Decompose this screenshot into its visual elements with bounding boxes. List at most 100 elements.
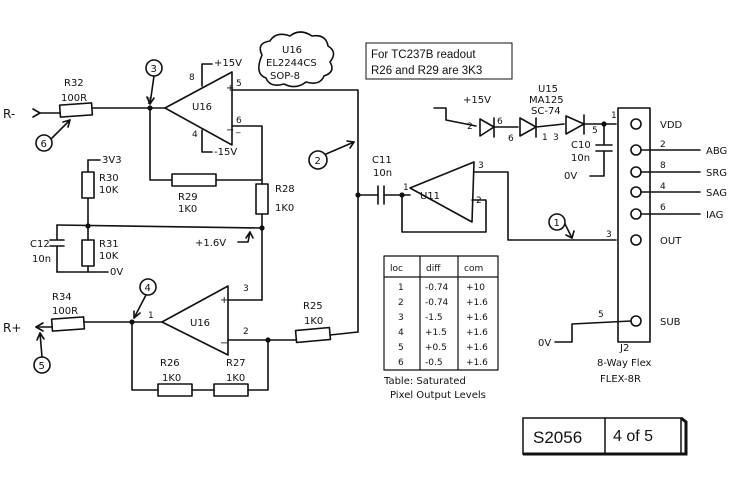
table-cell: -0.74 (425, 298, 449, 308)
marker-6: 6 (35, 119, 71, 152)
j2-label-abg: ABG (706, 146, 727, 157)
u16-pin-2: 2 (243, 327, 249, 337)
table-cell: +10 (466, 283, 485, 293)
table-cell: +1.5 (425, 328, 447, 338)
j2-pin-num-sub: 5 (598, 310, 604, 320)
u16-part-cloud: U16 EL2244CS SOP-8 (258, 31, 335, 88)
table-cell: 2 (398, 298, 404, 308)
u15-pin-2: 2 (467, 122, 473, 132)
svg-text:+: + (226, 83, 234, 94)
svg-text:3: 3 (151, 64, 157, 75)
r30-ref: R30 (99, 173, 119, 184)
r27-ref: R27 (226, 358, 246, 369)
u16-pin-5: 5 (236, 79, 242, 89)
u11-buffer: U11 1 3 2 (403, 161, 484, 223)
svg-text:1: 1 (554, 218, 560, 229)
u16-cloud-part: EL2244CS (266, 58, 317, 69)
svg-text:+: + (220, 295, 228, 306)
table-cell: 1 (398, 283, 404, 293)
j2-pin-num-abg: 2 (660, 140, 666, 150)
note-line-2: R26 and R29 are 3K3 (371, 65, 482, 77)
resistor-r29: R29 1K0 (171, 173, 217, 215)
u16-lower-opamp: + − U16 3 2 1 (148, 284, 249, 356)
capacitor-c10: C10 10n (571, 123, 613, 177)
rail-bias-1v6: +1.6V (195, 238, 226, 249)
c12-ref: C12 (30, 239, 50, 250)
table-cell: 4 (398, 328, 404, 338)
u16-upper-label: U16 (192, 102, 212, 113)
wire-u11-to-out (473, 171, 617, 241)
table-cell: +1.6 (466, 358, 488, 368)
c11-ref: C11 (372, 155, 392, 166)
j2-label-srg: SRG (706, 168, 727, 179)
u11-pin-1: 1 (403, 183, 409, 193)
table-header-diff: diff (426, 264, 441, 274)
j2-label-vdd: VDD (660, 120, 683, 131)
rail-3v3: 3V3 (102, 155, 122, 166)
net-r-plus: R+ (3, 321, 21, 335)
table-cell: -1.5 (425, 313, 443, 323)
r28-ref: R28 (275, 184, 295, 195)
u16-pin-8: 8 (189, 73, 195, 83)
r-minus-arrow (32, 108, 41, 118)
stamp-id: S2056 (533, 428, 582, 447)
r26-ref: R26 (160, 358, 180, 369)
table-cell: +1.6 (466, 313, 488, 323)
r32-ref: R32 (64, 78, 84, 89)
r27-value: 1K0 (226, 373, 245, 384)
marker-2: 2 (308, 140, 355, 170)
svg-text:−: − (220, 338, 228, 349)
resistor-r27: R27 1K0 (213, 358, 249, 397)
r31-value: 10K (99, 251, 119, 262)
u11-label: U11 (420, 191, 440, 202)
output-levels-table: loc diff com 1 -0.74 +10 2 -0.74 +1.6 3 … (383, 255, 499, 401)
table-cell: 5 (398, 343, 404, 353)
u16-supply-neg: -15V (214, 147, 237, 158)
wire-u11-feedback (401, 194, 487, 233)
sheet-stamp: S2056 4 of 5 (522, 416, 688, 456)
table-cell: +1.6 (466, 343, 488, 353)
u15-package: SC-74 (531, 106, 561, 117)
marker-3: 3 (145, 59, 163, 105)
svg-text:_: _ (235, 124, 241, 134)
u16-pin-1: 1 (148, 311, 154, 321)
svg-text:6: 6 (41, 139, 47, 150)
wire-pin5-to-r25 (231, 89, 359, 333)
r26-value: 1K0 (162, 373, 181, 384)
table-cell: 3 (398, 313, 404, 323)
j2-ref: J2 (619, 343, 629, 354)
marker-5: 5 (33, 332, 51, 374)
rail-0v-sub: 0V (538, 338, 551, 349)
junction-pin7 (147, 105, 153, 111)
table-header-loc: loc (390, 264, 403, 274)
r28-value: 1K0 (275, 203, 294, 214)
marker-4: 4 (133, 278, 157, 319)
resistor-r32: R32 100R (58, 78, 94, 118)
wire-fb-r29-left (149, 107, 173, 181)
table-caption-2: Pixel Output Levels (390, 390, 486, 401)
resistor-r25: R25 1K0 (294, 301, 332, 344)
table-cell: 6 (398, 358, 404, 368)
r34-value: 100R (52, 306, 78, 317)
diode-u15: U15 MA125 SC-74 2 6 6 1 3 5 (467, 84, 617, 144)
u16-pin-4: 4 (192, 130, 198, 140)
u16-pin-3: 3 (243, 284, 249, 294)
resistor-r28: R28 1K0 (255, 183, 295, 215)
j2-label-iag: IAG (706, 210, 723, 221)
wire-pin6-to-r28 (231, 125, 263, 185)
c11-value: 10n (373, 168, 392, 179)
wire-fb-r26 (131, 321, 159, 391)
u15-pin-5: 5 (592, 126, 598, 136)
net-r-minus: R- (3, 107, 15, 121)
u16-cloud-package: SOP-8 (270, 71, 300, 82)
u16-cloud-ref: U16 (282, 45, 302, 56)
j2-desc-1: 8-Way Flex (597, 358, 652, 369)
rail-0v-bias: 0V (110, 267, 123, 278)
r32-value: 100R (61, 93, 87, 104)
note-line-1: For TC237B readout (371, 49, 476, 61)
c10-ref: C10 (571, 140, 591, 151)
resistor-r31: R31 10K (81, 239, 119, 267)
table-header-com: com (464, 264, 483, 274)
j2-pin-num-out: 3 (606, 230, 612, 240)
